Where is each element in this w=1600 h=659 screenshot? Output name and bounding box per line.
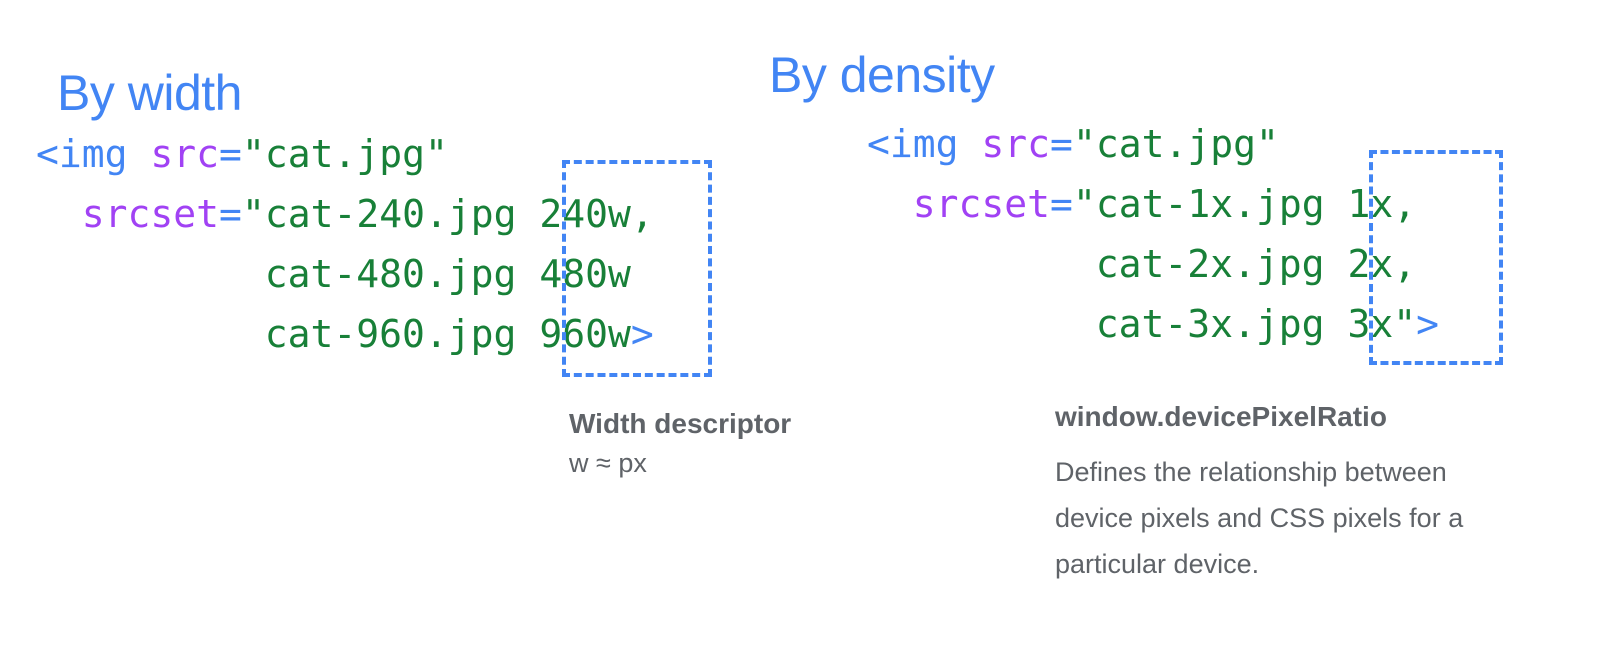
code-line: cat-2x.jpg 2x,	[1095, 242, 1417, 286]
density-code-block: <img src="cat.jpg" srcset="cat-1x.jpg 1x…	[867, 114, 1439, 354]
width-descriptor-body: w ≈ px	[569, 448, 647, 478]
code-line: <img src="cat.jpg"	[867, 122, 1279, 166]
width-descriptor-highlight-box	[562, 160, 712, 377]
by-density-heading: By density	[769, 47, 995, 103]
code-line: srcset="cat-240.jpg 240w,	[81, 192, 654, 236]
device-pixel-ratio-body: Defines the relationship between device …	[1055, 457, 1464, 579]
code-line: cat-480.jpg 480w	[264, 252, 631, 296]
width-descriptor-title: Width descriptor	[569, 408, 792, 439]
by-width-heading: By width	[57, 65, 242, 121]
code-line: cat-3x.jpg 3x">	[1095, 302, 1439, 346]
code-line: srcset="cat-1x.jpg 1x,	[912, 182, 1417, 226]
code-line: cat-960.jpg 960w>	[264, 312, 654, 356]
code-line: <img src="cat.jpg"	[36, 132, 448, 176]
width-code-block: <img src="cat.jpg" srcset="cat-240.jpg 2…	[36, 124, 654, 364]
device-pixel-ratio-title: window.devicePixelRatio	[1055, 401, 1387, 432]
density-descriptor-highlight-box	[1369, 150, 1503, 365]
